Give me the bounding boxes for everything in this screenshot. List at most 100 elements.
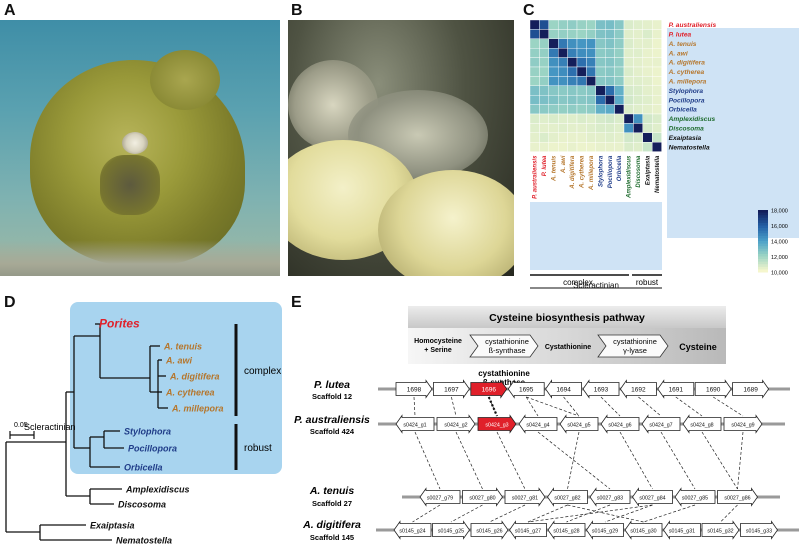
heatmap-cell xyxy=(567,29,578,39)
heatmap-cell xyxy=(633,19,644,30)
heatmap-cell xyxy=(539,38,549,49)
heatmap-cell xyxy=(529,85,540,96)
heatmap-cell xyxy=(558,48,568,58)
legend-swatch xyxy=(758,220,768,224)
heatmap-cell xyxy=(576,57,587,68)
heatmap-cell xyxy=(539,113,549,124)
heatmap-cell xyxy=(651,123,662,134)
synteny-link xyxy=(537,431,611,490)
legend-swatch xyxy=(758,248,768,252)
coral-shadow xyxy=(100,155,160,215)
synteny-link xyxy=(489,504,526,523)
heatmap-cell xyxy=(623,132,634,143)
seafloor xyxy=(0,240,280,276)
heatmap-cell xyxy=(595,141,606,152)
heatmap-cell xyxy=(595,48,606,58)
heatmap-cell xyxy=(651,19,662,30)
heatmap-cell xyxy=(567,76,578,87)
heatmap-cell xyxy=(529,94,540,105)
heatmap-cell xyxy=(558,113,568,124)
heatmap-cell xyxy=(576,104,587,115)
heatmap-cell xyxy=(529,123,540,134)
heatmap-cell xyxy=(633,38,644,49)
heatmap-cell xyxy=(595,19,606,30)
heatmap-cell xyxy=(651,76,662,87)
clade-label-robust: robust xyxy=(244,443,272,454)
heatmap-cell xyxy=(651,66,662,77)
heatmap-cell xyxy=(614,48,625,58)
heatmap-row-label: A. tenuis xyxy=(668,41,697,48)
track-scaffold-label: Scaffold 424 xyxy=(310,427,355,436)
heatmap-cell xyxy=(633,57,644,68)
heatmap-cell xyxy=(558,29,568,39)
enzyme2-chevron xyxy=(597,334,669,358)
heatmap-cell xyxy=(576,85,587,96)
gene-arrow xyxy=(717,487,758,507)
heatmap-cell xyxy=(642,19,653,30)
legend-swatch xyxy=(758,233,768,237)
legend-swatch xyxy=(758,243,768,247)
heatmap-cell xyxy=(623,38,634,49)
heatmap-cell xyxy=(633,132,644,143)
heatmap-cell xyxy=(567,94,578,105)
scale-bar-label: 0.05 xyxy=(14,422,28,429)
heatmap-col-label: A. tenuis xyxy=(551,155,557,182)
gene-label: s0424_g1 xyxy=(403,422,426,428)
heatmap-col-label: A. digitifera xyxy=(570,155,576,190)
heatmap-cell xyxy=(548,141,559,152)
heatmap-cell xyxy=(651,38,662,49)
heatmap-cell xyxy=(604,29,615,39)
gene-label: s0424_g2 xyxy=(444,422,467,428)
heatmap-cell xyxy=(539,19,549,30)
heatmap-cell xyxy=(595,104,606,115)
synteny-link xyxy=(450,504,483,523)
heatmap-cell xyxy=(595,85,606,96)
heatmap-cell xyxy=(529,76,540,87)
heatmap-row-label: P. australiensis xyxy=(669,22,717,29)
heatmap-cell xyxy=(548,66,559,77)
heatmap-cell xyxy=(604,123,615,134)
enzyme1-name: cystathionine xyxy=(485,337,529,346)
heatmap-cell xyxy=(567,38,578,49)
synteny-link xyxy=(600,396,621,417)
heatmap-cell xyxy=(633,48,644,58)
synteny-panel: Cysteine biosynthesis pathway Homocystei… xyxy=(294,306,799,542)
legend-swatch xyxy=(758,210,768,214)
synteny-link xyxy=(525,396,539,417)
heatmap-row-label: A. awi xyxy=(668,50,688,57)
heatmap-cell xyxy=(558,123,568,134)
coral-colony-photo xyxy=(0,20,280,276)
track-species-label: P. australiensis xyxy=(294,414,370,426)
heatmap-row-label: Nematostella xyxy=(669,144,710,151)
gene-arrow xyxy=(619,379,657,399)
pathway-title: Cysteine biosynthesis pathway xyxy=(489,312,645,324)
gene-arrow xyxy=(504,487,546,507)
heatmap-cell xyxy=(614,132,625,143)
tree-taxon-label: Amplexidiscus xyxy=(125,485,190,495)
heatmap-cell xyxy=(586,29,597,39)
heatmap-cell xyxy=(633,104,644,115)
legend-swatch xyxy=(758,269,768,273)
heatmap-cell xyxy=(558,19,568,30)
heatmap-cell xyxy=(576,141,587,152)
heatmap-cell xyxy=(548,104,559,115)
gene-label: s0424_g7 xyxy=(649,422,672,428)
tree-taxon-label: Pocillopora xyxy=(128,444,177,454)
heatmap-cell xyxy=(548,38,559,49)
tree-taxon-label: Nematostella xyxy=(116,536,172,546)
legend-swatch xyxy=(758,259,768,263)
synteny-link xyxy=(720,504,738,523)
heatmap-col-label: P. lutea xyxy=(542,155,548,176)
tree-taxon-label: Orbicella xyxy=(124,463,163,473)
gene-label: s0424_g5 xyxy=(567,422,590,428)
heatmap-cell xyxy=(529,141,540,152)
heatmap-cell xyxy=(586,141,597,152)
heatmap-cell xyxy=(558,57,568,68)
track-scaffold-label: Scaffold 12 xyxy=(312,392,352,401)
gene-label: s0424_g8 xyxy=(690,422,713,428)
heatmap-row-label: A. cytherea xyxy=(668,69,705,76)
heatmap-row-label: A. digitifera xyxy=(668,60,706,67)
gene-label: 1695 xyxy=(519,386,534,393)
heatmap-cell xyxy=(633,123,644,134)
